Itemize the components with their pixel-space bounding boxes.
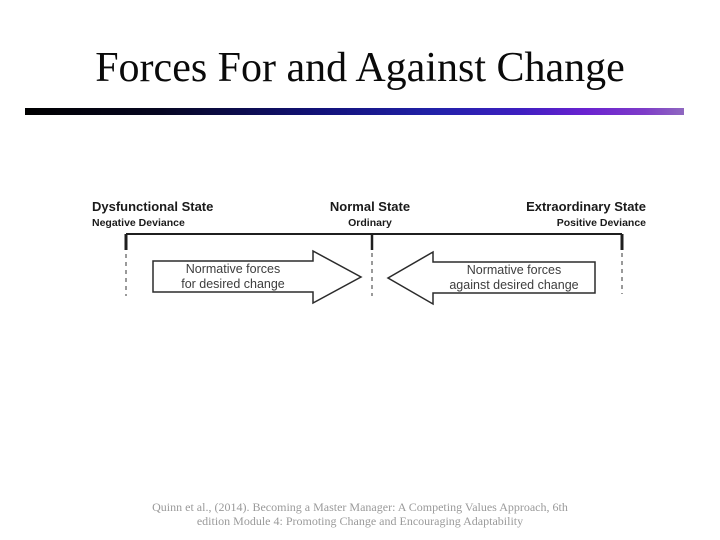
slide-title: Forces For and Against Change: [95, 45, 625, 91]
state-name: Normal State: [329, 199, 411, 214]
arrow-label-line1: Normative forces: [466, 263, 562, 277]
arrow-right-forces-for-change: [152, 249, 363, 305]
state-name: Extraordinary State: [526, 199, 646, 214]
state-subtitle: Positive Deviance: [556, 217, 646, 229]
state-label-normal: Normal State Ordinary: [290, 200, 450, 229]
arrow-label-forces-against-change: Normative forces against desired change: [433, 262, 595, 293]
arrow-left-forces-against-change: [386, 250, 596, 306]
arrow-label-line1: Normative forces: [185, 262, 281, 276]
title-accent-bar: [25, 108, 684, 115]
citation-line2: edition Module 4: Promoting Change and E…: [196, 514, 524, 528]
state-subtitle: Ordinary: [348, 217, 392, 229]
citation-line1: Quinn et al., (2014). Becoming a Master …: [152, 500, 568, 514]
citation: Quinn et al., (2014). Becoming a Master …: [0, 500, 720, 528]
arrow-label-forces-for-change: Normative forces for desired change: [153, 261, 313, 292]
state-subtitle: Negative Deviance: [92, 217, 185, 229]
state-label-extraordinary: Extraordinary State Positive Deviance: [486, 200, 646, 229]
state-label-dysfunctional: Dysfunctional State Negative Deviance: [92, 200, 213, 229]
state-name: Dysfunctional State: [92, 199, 214, 214]
arrow-label-line2: against desired change: [449, 277, 579, 292]
arrow-label-line2: for desired change: [181, 276, 285, 291]
